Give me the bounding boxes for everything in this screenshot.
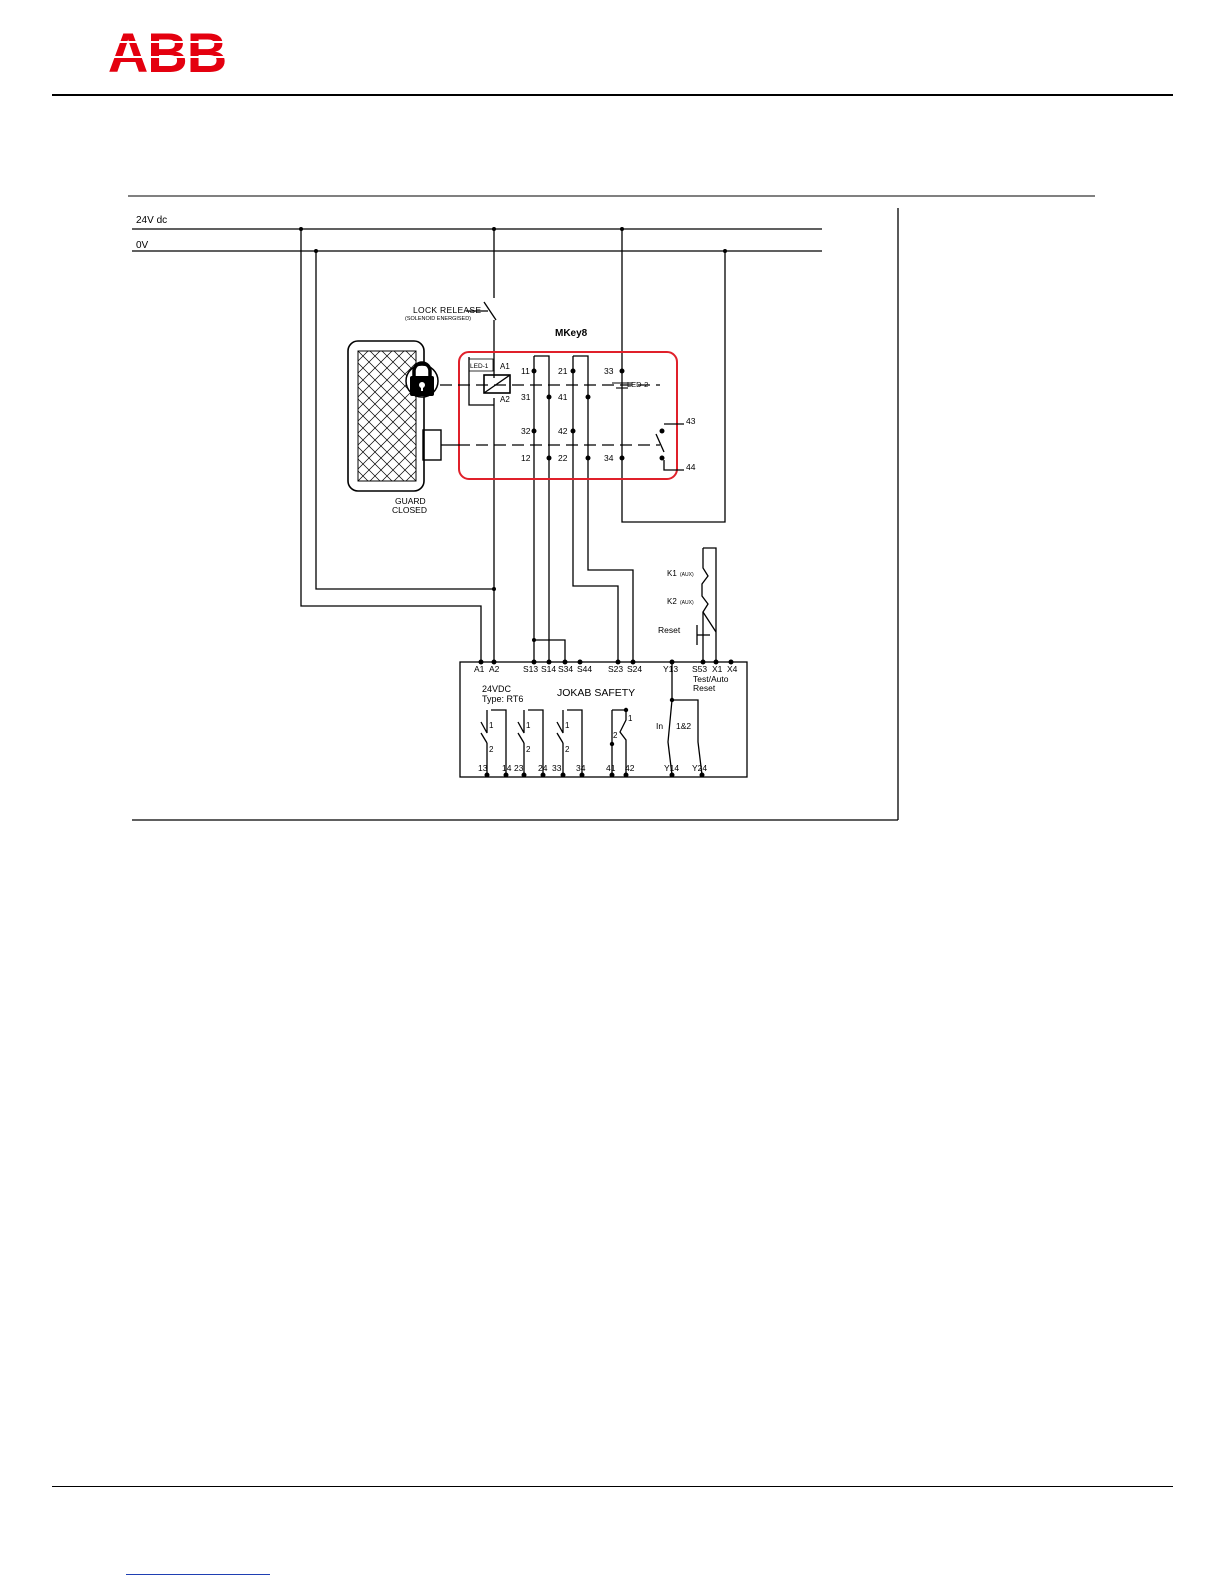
relay-in-12: 1&2 [676, 721, 691, 731]
label-guard-2: CLOSED [392, 505, 427, 515]
contact-2: 2 [565, 745, 570, 754]
guard-door [348, 341, 424, 491]
relay-output-contacts [481, 662, 702, 775]
relay-term-13: 13 [478, 763, 488, 773]
relay-type: Type: RT6 [482, 694, 523, 704]
relay-term-42: 42 [625, 763, 635, 773]
label-led2: LED-2 [627, 380, 648, 389]
label-k2-sub: (AUX) [680, 600, 694, 606]
contact-1: 1 [565, 721, 570, 730]
mkey-21: 21 [558, 366, 568, 376]
contact-1: 1 [526, 721, 531, 730]
mkey-33: 33 [604, 366, 614, 376]
relay-bottom-terminals: 13 14 23 24 33 34 41 42 Y14 Y24 [478, 763, 707, 773]
mkey-title: MKey8 [555, 328, 588, 339]
relay-term-s44: S44 [577, 664, 592, 674]
mkey-42: 42 [558, 426, 568, 436]
mkey-12: 12 [521, 453, 531, 463]
mkey-31: 31 [521, 392, 531, 402]
label-reset: Reset [658, 625, 681, 635]
mkey-11: 11 [521, 366, 530, 376]
contact-1: 1 [628, 714, 633, 723]
relay-term-33: 33 [552, 763, 562, 773]
relay-term-y14: Y14 [664, 763, 679, 773]
relay-term-y24: Y24 [692, 763, 707, 773]
contact-1: 1 [489, 721, 494, 730]
label-24v: 24V dc [136, 215, 167, 226]
label-led1: LED-1 [470, 363, 489, 370]
wire-a2 [316, 251, 494, 589]
relay-term-41: 41 [606, 763, 616, 773]
mkey-43: 43 [686, 416, 696, 426]
contact-2: 2 [489, 745, 494, 754]
relay-term-s53: S53 [692, 664, 707, 674]
relay-brand: JOKAB SAFETY [557, 687, 635, 699]
relay-reset: Reset [693, 683, 716, 693]
mkey-41: 41 [558, 392, 568, 402]
mkey-34: 34 [604, 453, 614, 463]
relay-term-s24: S24 [627, 664, 642, 674]
relay-in: In [656, 721, 663, 731]
guard-hatch [358, 351, 416, 481]
mkey-22: 22 [558, 453, 568, 463]
relay-term-14: 14 [502, 763, 512, 773]
relay-term-24: 24 [538, 763, 548, 773]
relay-term-s14: S14 [541, 664, 556, 674]
relay-term-a2: A2 [489, 664, 500, 674]
relay-term-23: 23 [514, 763, 524, 773]
label-k1-sub: (AUX) [680, 572, 694, 578]
relay-term-a1: A1 [474, 664, 485, 674]
label-0v: 0V [136, 240, 149, 251]
relay-term-x1: X1 [712, 664, 723, 674]
label-k2: K2 [667, 597, 677, 606]
mkey-44: 44 [686, 462, 696, 472]
contact-2: 2 [526, 745, 531, 754]
relay-term-s13: S13 [523, 664, 538, 674]
relay-term-s34: S34 [558, 664, 573, 674]
relay-term-s23: S23 [608, 664, 623, 674]
relay-top-terminals: A1 A2 S13 S14 S34 S44 S23 S24 Y13 S53 X1… [474, 664, 738, 674]
relay-term-y13: Y13 [663, 664, 678, 674]
mkey-a2: A2 [500, 395, 510, 404]
relay-term-x4: X4 [727, 664, 738, 674]
contact-2: 2 [613, 731, 618, 740]
label-k1: K1 [667, 569, 677, 578]
label-lock-release: LOCK RELEASE [413, 305, 481, 315]
label-lock-release-sub: (SOLENOID ENERGISED) [405, 316, 471, 322]
mkey-a1: A1 [500, 362, 510, 371]
relay-term-34: 34 [576, 763, 586, 773]
relay-voltage: 24VDC [482, 684, 512, 694]
mkey-32: 32 [521, 426, 531, 436]
